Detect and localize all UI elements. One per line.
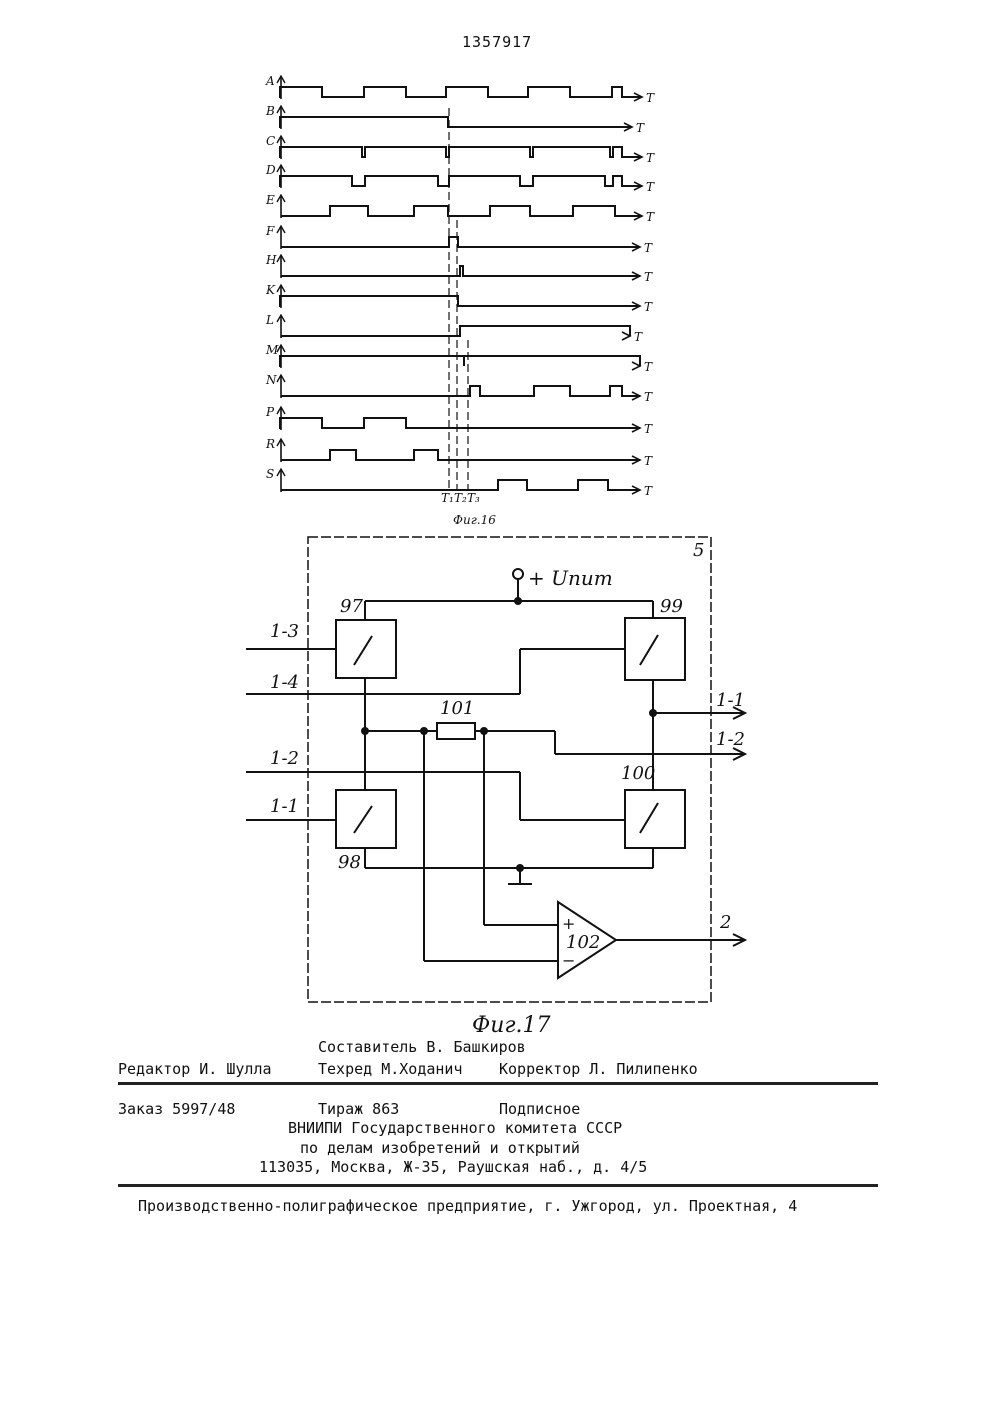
compiler-credit: Составитель В. Башкиров: [318, 1038, 526, 1056]
address: 113035, Москва, Ж-35, Раушская наб., д. …: [259, 1158, 647, 1176]
org-line-1: ВНИИПИ Государственного комитета СССР: [288, 1119, 622, 1137]
subscription: Подписное: [499, 1100, 580, 1118]
comparator-minus: −: [562, 951, 575, 970]
switch-label-100: 100: [621, 763, 655, 784]
org-line-2: по делам изобретений и открытий: [300, 1139, 580, 1157]
circulation: Тираж 863: [318, 1100, 399, 1118]
output-label-1-2: 1-2: [716, 729, 745, 750]
input-label-1-2: 1-2: [270, 748, 299, 769]
switch-label-98: 98: [338, 852, 361, 873]
editor-credit: Редактор И. Шулла: [118, 1060, 272, 1078]
resistor-label: 101: [440, 698, 474, 719]
output-label-1-1: 1-1: [716, 690, 745, 711]
order-number: Заказ 5997/48: [118, 1100, 235, 1118]
input-label-1-1: 1-1: [270, 796, 299, 817]
switch-label-97: 97: [340, 596, 363, 617]
input-label-1-3: 1-3: [270, 621, 299, 642]
techred-credit: Техред М.Ходанич: [318, 1060, 463, 1078]
circuit-diagram: 5 + Uпит 97 98 99 100 101 102 + − 1-3 1-…: [0, 0, 1000, 1040]
supply-label: + Uпит: [528, 566, 613, 590]
switch-label-99: 99: [660, 596, 683, 617]
corrector-credit: Корректор Л. Пилипенко: [499, 1060, 698, 1078]
divider-bottom: [118, 1184, 878, 1187]
input-label-1-4: 1-4: [270, 672, 299, 693]
divider-top: [118, 1082, 878, 1085]
printer-line: Производственно-полиграфическое предприя…: [138, 1197, 797, 1215]
block-number: 5: [693, 540, 704, 561]
output-label-2: 2: [719, 912, 731, 933]
figure-17-caption: Фиг.17: [472, 1013, 551, 1038]
comparator-plus: +: [562, 914, 575, 933]
comparator-label: 102: [566, 932, 600, 953]
